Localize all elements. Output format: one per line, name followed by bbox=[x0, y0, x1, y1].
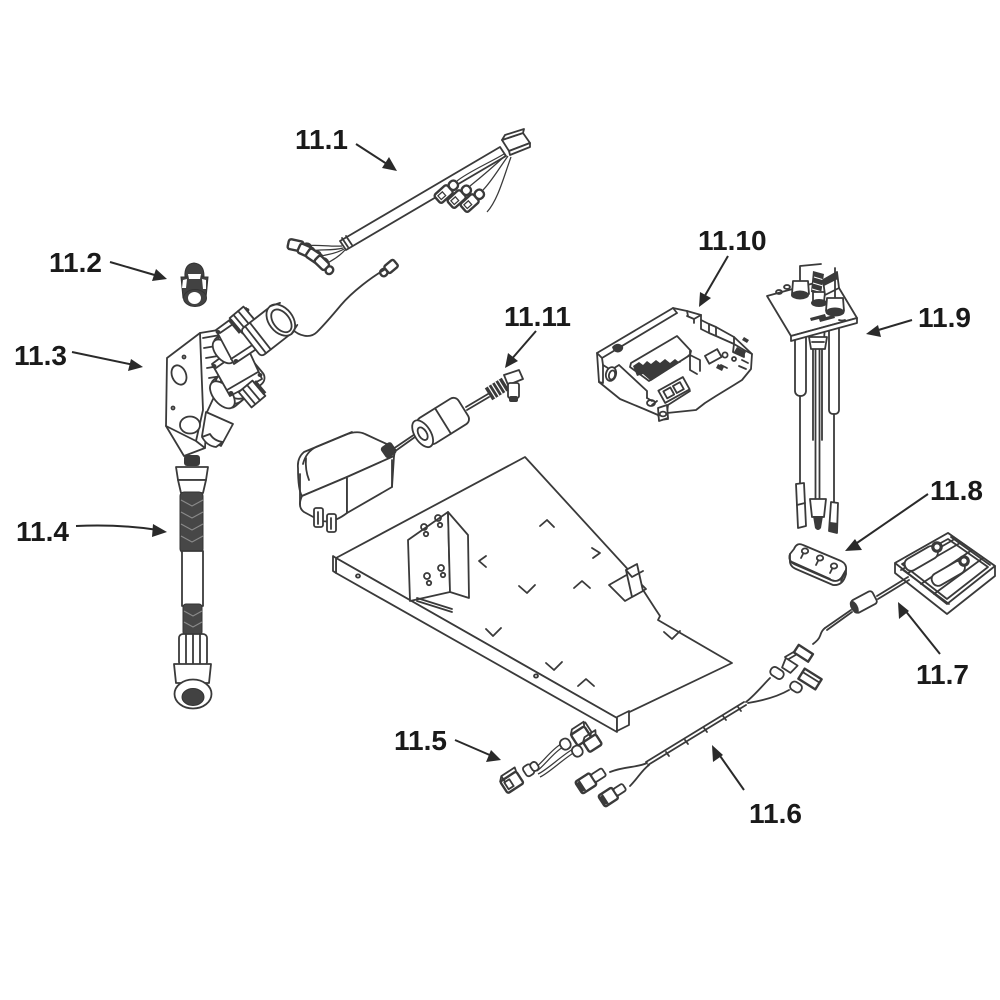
svg-text:11.9: 11.9 bbox=[918, 302, 971, 333]
svg-text:11.4: 11.4 bbox=[16, 516, 69, 547]
svg-text:11.7: 11.7 bbox=[916, 659, 969, 690]
svg-text:11.1: 11.1 bbox=[295, 124, 348, 155]
svg-text:11.11: 11.11 bbox=[504, 301, 571, 332]
svg-text:11.10: 11.10 bbox=[698, 225, 767, 256]
svg-text:11.3: 11.3 bbox=[14, 340, 67, 371]
svg-text:11.6: 11.6 bbox=[749, 798, 802, 829]
svg-text:11.2: 11.2 bbox=[49, 247, 102, 278]
svg-text:11.8: 11.8 bbox=[930, 475, 983, 506]
svg-text:11.5: 11.5 bbox=[394, 725, 447, 756]
